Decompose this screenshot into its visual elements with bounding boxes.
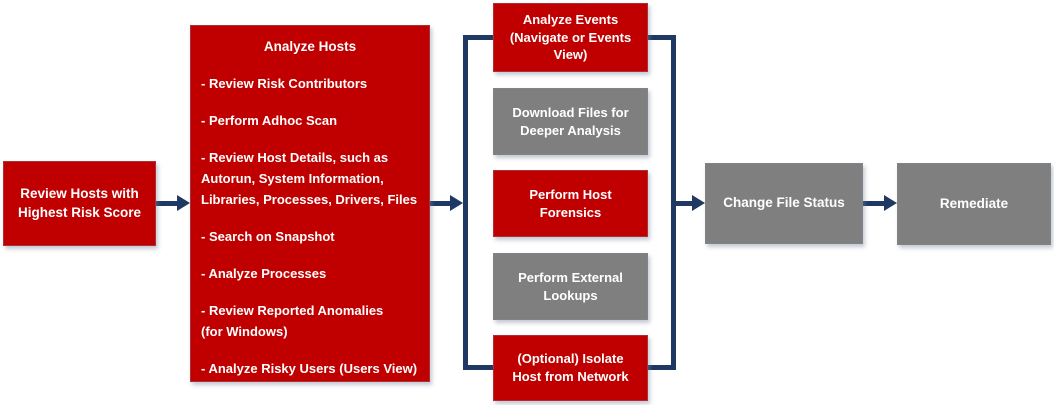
- step-isolate-host: (Optional) Isolate Host from Network: [493, 335, 648, 401]
- bracket-right-vertical: [671, 35, 676, 370]
- step-change-file-status: Change File Status: [705, 163, 863, 244]
- analyze-hosts-item: - Search on Snapshot: [201, 229, 335, 244]
- bracket-left-bottom: [463, 365, 510, 370]
- flow-arrow-line: [676, 201, 693, 206]
- flow-arrow-line: [156, 201, 179, 206]
- step-external-lookups: Perform External Lookups: [493, 253, 648, 320]
- analyze-hosts-item: - Review Reported Anomalies (for Windows…: [201, 303, 384, 339]
- analyze-hosts-item: - Review Risk Contributors: [201, 76, 368, 91]
- step-review-hosts: Review Hosts with Highest Risk Score: [3, 161, 156, 246]
- step-download-files: Download Files for Deeper Analysis: [493, 88, 648, 155]
- analyze-hosts-title: Analyze Hosts: [263, 39, 357, 54]
- analyze-hosts-item: - Analyze Risky Users (Users View): [201, 361, 418, 376]
- bracket-left-vertical: [463, 35, 468, 370]
- flow-arrow-line: [430, 201, 451, 206]
- step-host-forensics: Perform Host Forensics: [493, 170, 648, 237]
- analyze-hosts-item: - Perform Adhoc Scan: [201, 113, 338, 128]
- step-remediate: Remediate: [897, 163, 1051, 245]
- arrow-right-icon: [884, 195, 897, 211]
- arrow-right-icon: [177, 195, 190, 211]
- step-analyze-hosts: Analyze Hosts - Review Risk Contributors…: [190, 25, 430, 382]
- arrow-right-icon: [692, 195, 705, 211]
- step-analyze-events: Analyze Events (Navigate or Events View): [493, 3, 648, 72]
- bracket-right-top: [629, 35, 676, 40]
- flow-arrow-line: [863, 201, 885, 206]
- analyze-hosts-item: - Review Host Details, such as Autorun, …: [201, 150, 418, 207]
- analyze-hosts-item: - Analyze Processes: [201, 266, 327, 281]
- bracket-right-bottom: [629, 365, 676, 370]
- bracket-left-top: [463, 35, 510, 40]
- arrow-right-icon: [450, 195, 463, 211]
